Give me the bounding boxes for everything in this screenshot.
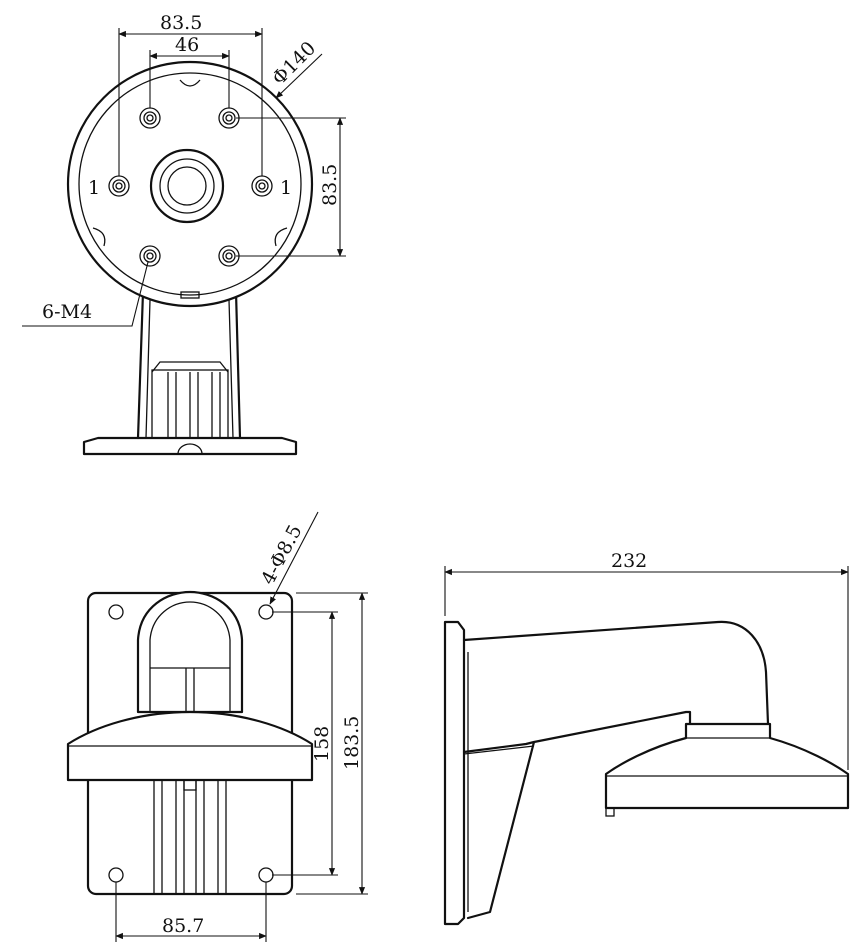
dim-projection: 232 <box>444 550 849 770</box>
dim-diameter: Φ140 <box>268 37 323 99</box>
dim-plate-height: 183.5 <box>296 592 368 895</box>
dim-hole-spacing-h-label: 85.7 <box>162 915 204 937</box>
front-view: 1 1 83.5 46 Φ140 83.5 <box>22 12 346 456</box>
side-wall-plate <box>443 620 466 926</box>
side-view: 232 <box>443 550 850 926</box>
dim-height: 83.5 <box>236 117 346 257</box>
side-arm <box>462 620 770 920</box>
bottom-ribs <box>153 779 227 894</box>
dim-hole-spacing-h: 85.7 <box>115 882 267 942</box>
dim-projection-label: 232 <box>611 550 647 572</box>
dim-hole-spacing-v-label: 158 <box>311 726 333 762</box>
thread-callout: 6-M4 <box>22 261 149 327</box>
hole-callout: 4-Φ8.5 <box>257 511 319 605</box>
plate-hole <box>108 604 124 620</box>
bottom-view: 158 183.5 85.7 4-Φ8.5 <box>66 511 368 942</box>
threaded-hole <box>139 245 161 267</box>
dim-width-inner-label: 46 <box>175 34 199 56</box>
dim-width-outer-label: 83.5 <box>160 12 202 34</box>
thread-callout-label: 6-M4 <box>42 301 92 323</box>
plate-hole <box>258 604 274 620</box>
mount-disc-inner <box>78 72 302 296</box>
center-hub <box>149 148 225 224</box>
arm-top-dome <box>136 590 244 714</box>
mount-disc-outer <box>66 60 314 308</box>
plate-hole <box>108 867 124 883</box>
hole-callout-label: 4-Φ8.5 <box>257 521 307 588</box>
dim-plate-height-label: 183.5 <box>341 716 363 770</box>
front-ribs <box>151 361 229 439</box>
dim-width-outer: 83.5 <box>118 12 263 176</box>
hole-mark-left: 1 <box>88 177 100 199</box>
dim-width-inner: 46 <box>149 34 230 108</box>
hole-mark-right: 1 <box>280 177 292 199</box>
dim-height-label: 83.5 <box>319 164 341 206</box>
side-canopy <box>604 722 850 810</box>
front-arm-body <box>136 290 242 440</box>
dim-hole-spacing-v: 158 <box>272 611 338 876</box>
front-base-foot <box>82 436 298 456</box>
plate-hole <box>258 867 274 883</box>
